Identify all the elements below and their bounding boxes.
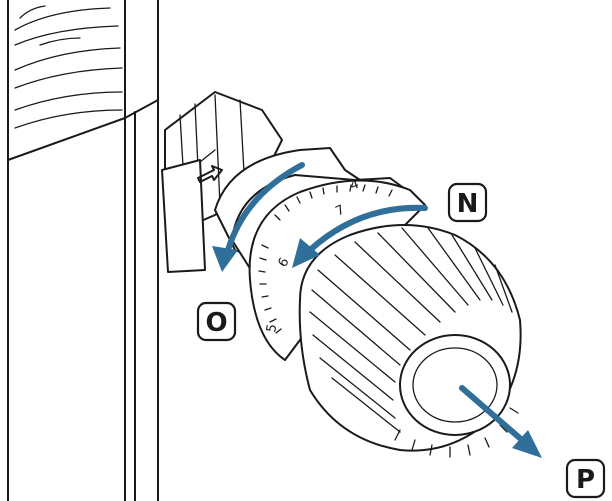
arrow-o-rotation xyxy=(225,162,305,253)
callout-p: P xyxy=(565,458,606,499)
callout-n: N xyxy=(447,182,488,223)
callout-o-label: O xyxy=(205,308,227,338)
arrow-p-head xyxy=(512,430,542,458)
arrow-o-head xyxy=(212,246,238,272)
valve-body xyxy=(161,91,283,273)
cap-ribs xyxy=(309,227,513,433)
callout-o: O xyxy=(196,301,237,342)
rotation-arrows xyxy=(212,162,542,458)
knob-end-face xyxy=(399,334,511,436)
callout-n-label: N xyxy=(457,189,479,219)
scale-number-5: 5 xyxy=(264,323,280,334)
radiator xyxy=(7,0,159,501)
callout-p-label: P xyxy=(576,465,595,495)
arrow-n-rotation xyxy=(307,204,428,253)
arrow-n-head xyxy=(292,238,320,268)
arrow-p-pull xyxy=(459,385,525,443)
scale-ticks xyxy=(258,184,393,334)
